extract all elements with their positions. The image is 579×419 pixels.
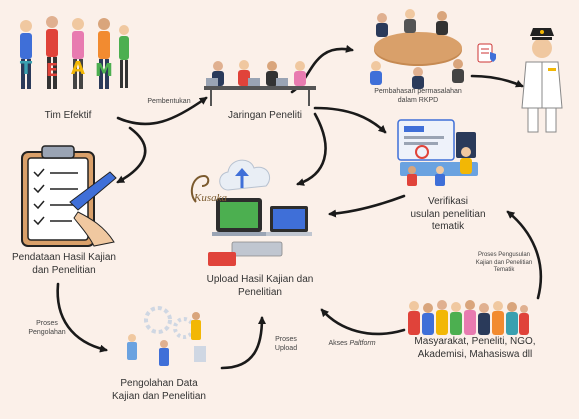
edge-label-proses-upload-line1: Proses [275,336,297,343]
arrow-pendataan-to-pengolahan [56,282,108,353]
arrow-masyarakat-to-upload [320,308,406,336]
research-network-illustration [204,60,316,106]
node-masyarakat-line1: Masyarakat, Peneliti, NGO, [414,336,536,347]
edge-label-pembentukan-text: Pembentukan [147,98,191,105]
node-verifikasi-line2: usulan penelitian [410,208,486,220]
arrow-tim-to-pendataan [116,126,147,184]
document-shield-icon [477,43,496,63]
node-upload-line2: Penelitian [238,286,282,298]
arrow-tim-to-jaringan [116,96,208,126]
governor-illustration [521,28,563,133]
crowd-illustration [408,300,529,335]
edge-label-proses-pengolahan-line1: Proses [36,320,58,327]
node-pendataan-line2: dan Penelitian [32,264,96,276]
upload-illustration [208,159,312,266]
arrow-pembahasan-to-gubernur [470,74,524,88]
node-masyarakat: Masyarakat, Peneliti, NGO, Akademisi, Ma… [400,336,550,361]
node-tim-efektif: Tim Efektif [28,110,108,123]
logo-wordmark: Kusaka [194,192,227,204]
kusaka-logo: Kusaka [186,170,236,210]
team-letter-e: E [46,60,58,81]
team-letter-m: M [95,60,113,81]
team-letter-a: A [71,58,85,79]
edge-label-proses-pengusulan-line3: Tematik [493,267,515,273]
node-tim-efektif-label: Tim Efektif [44,110,92,121]
node-verifikasi: Verifikasi usulan penelitian tematik [398,196,498,234]
node-pengolahan-line2: Kajian dan Penelitian [112,390,206,402]
node-pendataan-line1: Pendataan Hasil Kajian [12,252,116,263]
node-masyarakat-line2: Akademisi, Mahasiswa dll [417,348,533,360]
processing-illustration [127,306,206,366]
arrow-jaringan-to-verifikasi [313,106,387,134]
node-jaringan-peneliti: Jaringan Peneliti [210,110,320,123]
node-verifikasi-line3: tematik [431,221,465,232]
edge-label-proses-upload-line2: Upload [274,344,298,352]
arrow-jaringan-to-upload [296,112,327,186]
team-illustration: T E A M [20,16,129,89]
node-verifikasi-line1: Verifikasi [427,196,468,207]
edge-label-proses-pengusulan-line2: Kajian dan Penelitian [475,259,533,266]
node-jaringan-peneliti-label: Jaringan Peneliti [228,110,302,121]
node-upload-line1: Upload Hasil Kajian dan [206,274,314,285]
edge-label-proses-pengusulan-line1: Proses Pengusulan [477,252,531,258]
node-pembahasan: Pembahasan permasalahan dalam RKPD [358,88,478,106]
edge-label-proses-pengolahan-line2: Pengolahan [28,328,66,336]
checklist-illustration [21,145,117,247]
node-upload: Upload Hasil Kajian dan Penelitian [198,274,322,299]
edge-label-proses-pengolahan: Proses Pengolahan [20,320,74,338]
node-pendataan: Pendataan Hasil Kajian dan Penelitian [4,252,124,277]
edge-label-akses-platform: Akses Paltform [316,340,388,349]
edge-label-proses-upload: Proses Upload [266,336,306,354]
verification-illustration [397,119,478,186]
node-pengolahan-line1: Pengolahan Data [120,378,198,389]
edge-label-pembentukan: Pembentukan [134,98,204,107]
edge-label-akses-prefix: Akses [328,340,350,347]
arrow-masyarakat-to-verifikasi [506,210,543,300]
node-pembahasan-line2: dalam RKPD [397,96,439,104]
node-pembahasan-line1: Pembahasan permasalahan [374,88,462,95]
edge-label-proses-pengusulan: Proses Pengusulan Kajian dan Penelitian … [468,252,540,275]
arrow-verifikasi-to-upload [328,194,406,218]
team-letter-t: T [20,58,33,79]
meeting-illustration [370,9,464,89]
edge-label-akses-italic: Paltform [349,340,376,347]
arrow-pengolahan-to-upload [220,316,266,370]
node-pengolahan: Pengolahan Data Kajian dan Penelitian [98,378,220,403]
